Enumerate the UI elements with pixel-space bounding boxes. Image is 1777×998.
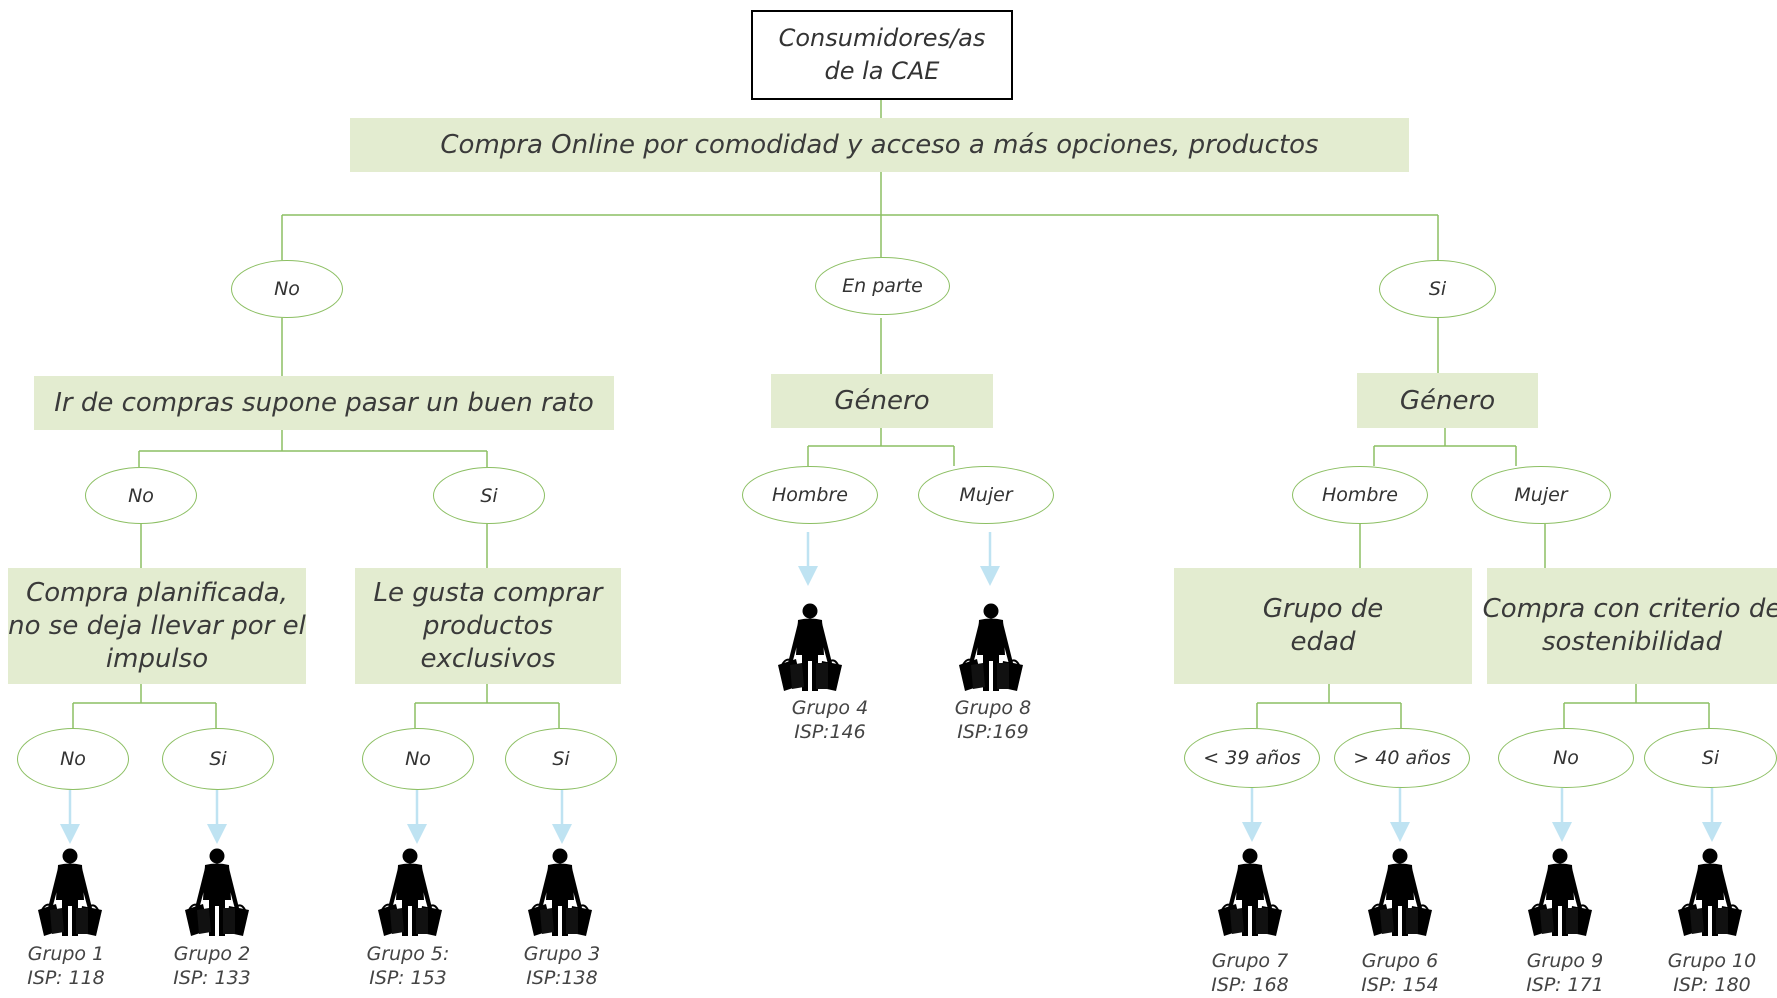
shopper-icon [777, 603, 843, 692]
shopper-icon [1527, 848, 1593, 937]
shopper-icon [37, 848, 103, 937]
option-no: No [362, 728, 474, 790]
option-si: Si [1379, 260, 1496, 318]
group-label: Grupo 5:ISP: 153 [366, 943, 450, 989]
shopper-icon [527, 848, 593, 937]
option-si: Si [1644, 728, 1777, 788]
question-genero-right: Género [1357, 373, 1538, 428]
option-mujer: Mujer [918, 466, 1054, 524]
option-si: Si [433, 467, 545, 524]
shopper-icon [377, 848, 443, 937]
shopper-icon [1677, 848, 1743, 937]
option-menor-39: < 39 años [1184, 728, 1320, 788]
question-genero-middle: Género [771, 374, 993, 428]
shopper-icon [1367, 848, 1433, 937]
question-ir-de-compras: Ir de compras supone pasar un buen rato [34, 376, 614, 430]
question-sostenibilidad: Compra con criterio de sostenibilidad [1483, 568, 1777, 684]
option-hombre: Hombre [742, 466, 878, 524]
option-no: No [1498, 728, 1634, 788]
option-si: Si [162, 728, 274, 790]
option-en-parte: En parte [815, 257, 950, 315]
root-node: Consumidores/as de la CAE [751, 10, 1013, 100]
option-si: Si [505, 728, 617, 790]
shopper-icon [184, 848, 250, 937]
option-mayor-40: > 40 años [1334, 728, 1470, 788]
option-no: No [231, 260, 343, 318]
option-hombre: Hombre [1292, 466, 1428, 524]
option-no: No [85, 467, 197, 524]
option-mujer: Mujer [1471, 466, 1611, 524]
question-grupo-de-edad: Grupo de edad [1174, 568, 1472, 684]
shopper-icon [1217, 848, 1283, 937]
question-compra-planificada: Compra planificada, no se deja llevar po… [8, 568, 306, 684]
question-compra-online: Compra Online por comodidad y acceso a m… [350, 118, 1409, 172]
question-productos-exclusivos: Le gusta comprar productos exclusivos [355, 568, 621, 684]
option-no: No [17, 728, 129, 790]
shopper-icon [958, 603, 1024, 692]
